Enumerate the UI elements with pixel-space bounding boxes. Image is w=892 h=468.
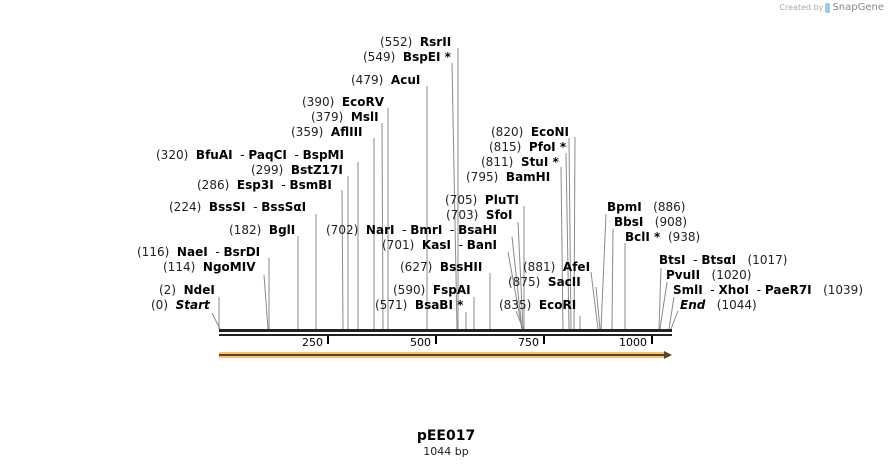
site-stui[interactable]: (811) StuI * (481, 155, 559, 169)
snapgene-logo-icon (825, 2, 831, 13)
site-bpmi[interactable]: BpmI (886) (607, 200, 686, 214)
feature-arrowhead-icon (664, 351, 672, 359)
site-connector-lines (211, 48, 679, 330)
dna-bottom-strand (219, 334, 672, 336)
feature-arrow-line (219, 354, 666, 356)
site-bgli[interactable]: (182) BglI (229, 223, 296, 237)
site-pvuii[interactable]: PvuII (1020) (666, 268, 752, 282)
site-kasi[interactable]: (701) KasI - BanI (382, 238, 498, 252)
site-ecorv[interactable]: (390) EcoRV (302, 95, 385, 109)
site-smli[interactable]: SmlI - XhoI - PaeR7I (1039) (673, 283, 863, 297)
site-esp3i[interactable]: (286) Esp3I - BsmBI (197, 178, 332, 192)
site-bcli[interactable]: BclI * (938) (625, 230, 701, 244)
ruler-label-750: 750 (518, 336, 539, 349)
site-rsrii[interactable]: (552) RsrII (380, 35, 452, 49)
site-econi[interactable]: (820) EcoNI (491, 125, 569, 139)
site-bstz17i[interactable]: (299) BstZ17I (251, 163, 343, 177)
site-bbsi[interactable]: BbsI (908) (614, 215, 688, 229)
site-bspei[interactable]: (549) BspEI * (363, 50, 451, 64)
ruler-label-1000: 1000 (619, 336, 647, 349)
site-nari[interactable]: (702) NarI - BmrI - BsaHI (326, 223, 498, 237)
ruler-ticks (327, 336, 653, 344)
site-fspai[interactable]: (590) FspAI (393, 283, 471, 297)
snapgene-credit: Created by SnapGene (779, 2, 884, 13)
site-sfoi[interactable]: (703) SfoI (446, 208, 513, 222)
map-title: pEE017 (416, 428, 476, 444)
site-ndei[interactable]: (2) NdeI (159, 283, 215, 297)
site-bsabi[interactable]: (571) BsaBI * (375, 298, 464, 312)
site-pluti[interactable]: (705) PluTI (445, 193, 520, 207)
site-ecori[interactable]: (835) EcoRI (499, 298, 577, 312)
site-bfuai[interactable]: (320) BfuAI - PaqCI - BspMI (156, 148, 344, 162)
site-msli[interactable]: (379) MslI (311, 110, 379, 124)
ruler-label-500: 500 (410, 336, 431, 349)
site-pfoi[interactable]: (815) PfoI * (489, 140, 567, 154)
credit-brand: SnapGene (832, 2, 884, 13)
site-naei[interactable]: (116) NaeI - BsrDI (137, 245, 261, 259)
site-end[interactable]: End (1044) (680, 298, 757, 312)
site-afliii[interactable]: (359) AflIII (291, 125, 363, 139)
site-afei[interactable]: (881) AfeI (523, 260, 591, 274)
site-bsssi[interactable]: (224) BssSI - BssSαI (169, 200, 307, 214)
map-length: 1044 bp (423, 445, 469, 458)
site-start[interactable]: (0) Start (151, 298, 210, 312)
site-ngomiv[interactable]: (114) NgoMIV (163, 260, 256, 274)
site-btsi[interactable]: BtsI - BtsαI (1017) (659, 253, 788, 267)
site-besshii[interactable]: (627) BssHII (400, 260, 483, 274)
ruler-label-250: 250 (302, 336, 323, 349)
credit-prefix: Created by (779, 3, 824, 12)
site-bamhi[interactable]: (795) BamHI (466, 170, 551, 184)
site-sacii[interactable]: (875) SacII (508, 275, 581, 289)
dna-top-strand (219, 329, 672, 332)
site-acui[interactable]: (479) AcuI (351, 73, 421, 87)
